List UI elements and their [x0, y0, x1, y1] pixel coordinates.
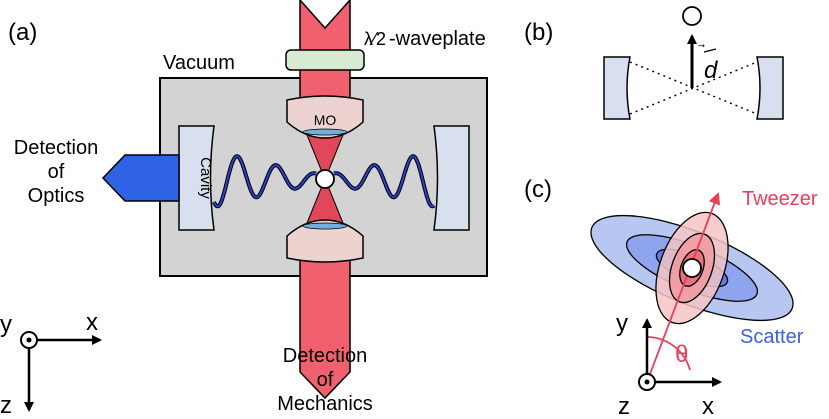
- theta-label: θ: [675, 341, 688, 368]
- detection-mechanics-line2: of: [317, 369, 334, 391]
- cavity-mode-b: [629, 61, 758, 115]
- panel-c-label: (c): [524, 176, 552, 203]
- dipole-vector-bar: [703, 48, 717, 53]
- detection-optics-arrow: [101, 154, 180, 202]
- axis-c-y: y: [616, 310, 628, 337]
- cavity-mirror-left: [178, 125, 215, 231]
- axes-a: y x z: [0, 309, 102, 419]
- cavity-mirror-right: [433, 125, 470, 231]
- axis-c-z: z: [618, 393, 630, 419]
- scatter-label: Scatter: [740, 326, 804, 348]
- waveplate-label: -waveplate: [389, 28, 486, 50]
- panel-b-label: (b): [524, 19, 553, 46]
- detection-optics-line3: Optics: [28, 185, 85, 207]
- particle-a: [315, 169, 335, 189]
- mo-label: MO: [314, 112, 337, 128]
- tweezer-label: Tweezer: [742, 188, 818, 210]
- axis-a-y: y: [0, 311, 12, 338]
- detection-mechanics-line1: Detection: [283, 345, 368, 367]
- detection-optics-line1: Detection: [14, 137, 99, 159]
- detection-optics-line2: of: [48, 161, 65, 183]
- particle-b: [682, 6, 702, 26]
- objective-lens-bottom: [302, 222, 348, 230]
- theta-arc: [646, 336, 691, 371]
- particle-c: [682, 258, 702, 278]
- objective-lens-top: [302, 128, 348, 136]
- axis-c-x: x: [702, 393, 714, 419]
- axes-c: y x z: [616, 310, 722, 419]
- detection-mechanics-line3: Mechanics: [277, 393, 373, 415]
- waveplate-fraction: λ⁄2: [364, 29, 386, 49]
- standing-wave: [212, 154, 436, 209]
- axis-a-z: z: [0, 392, 12, 419]
- cavity-label: Cavity: [197, 157, 214, 199]
- half-waveplate: [285, 49, 365, 71]
- vacuum-label: Vacuum: [163, 52, 235, 74]
- panel-a-label: (a): [8, 19, 37, 46]
- dipole-label: d: [704, 57, 718, 84]
- dipole-vector-mark: ⃗: [698, 44, 705, 48]
- cavity-mirror-b-left: [603, 56, 631, 120]
- tweezer-arrow: [646, 192, 721, 383]
- axis-a-x: x: [86, 309, 98, 336]
- cavity-mirror-b-right: [756, 56, 784, 120]
